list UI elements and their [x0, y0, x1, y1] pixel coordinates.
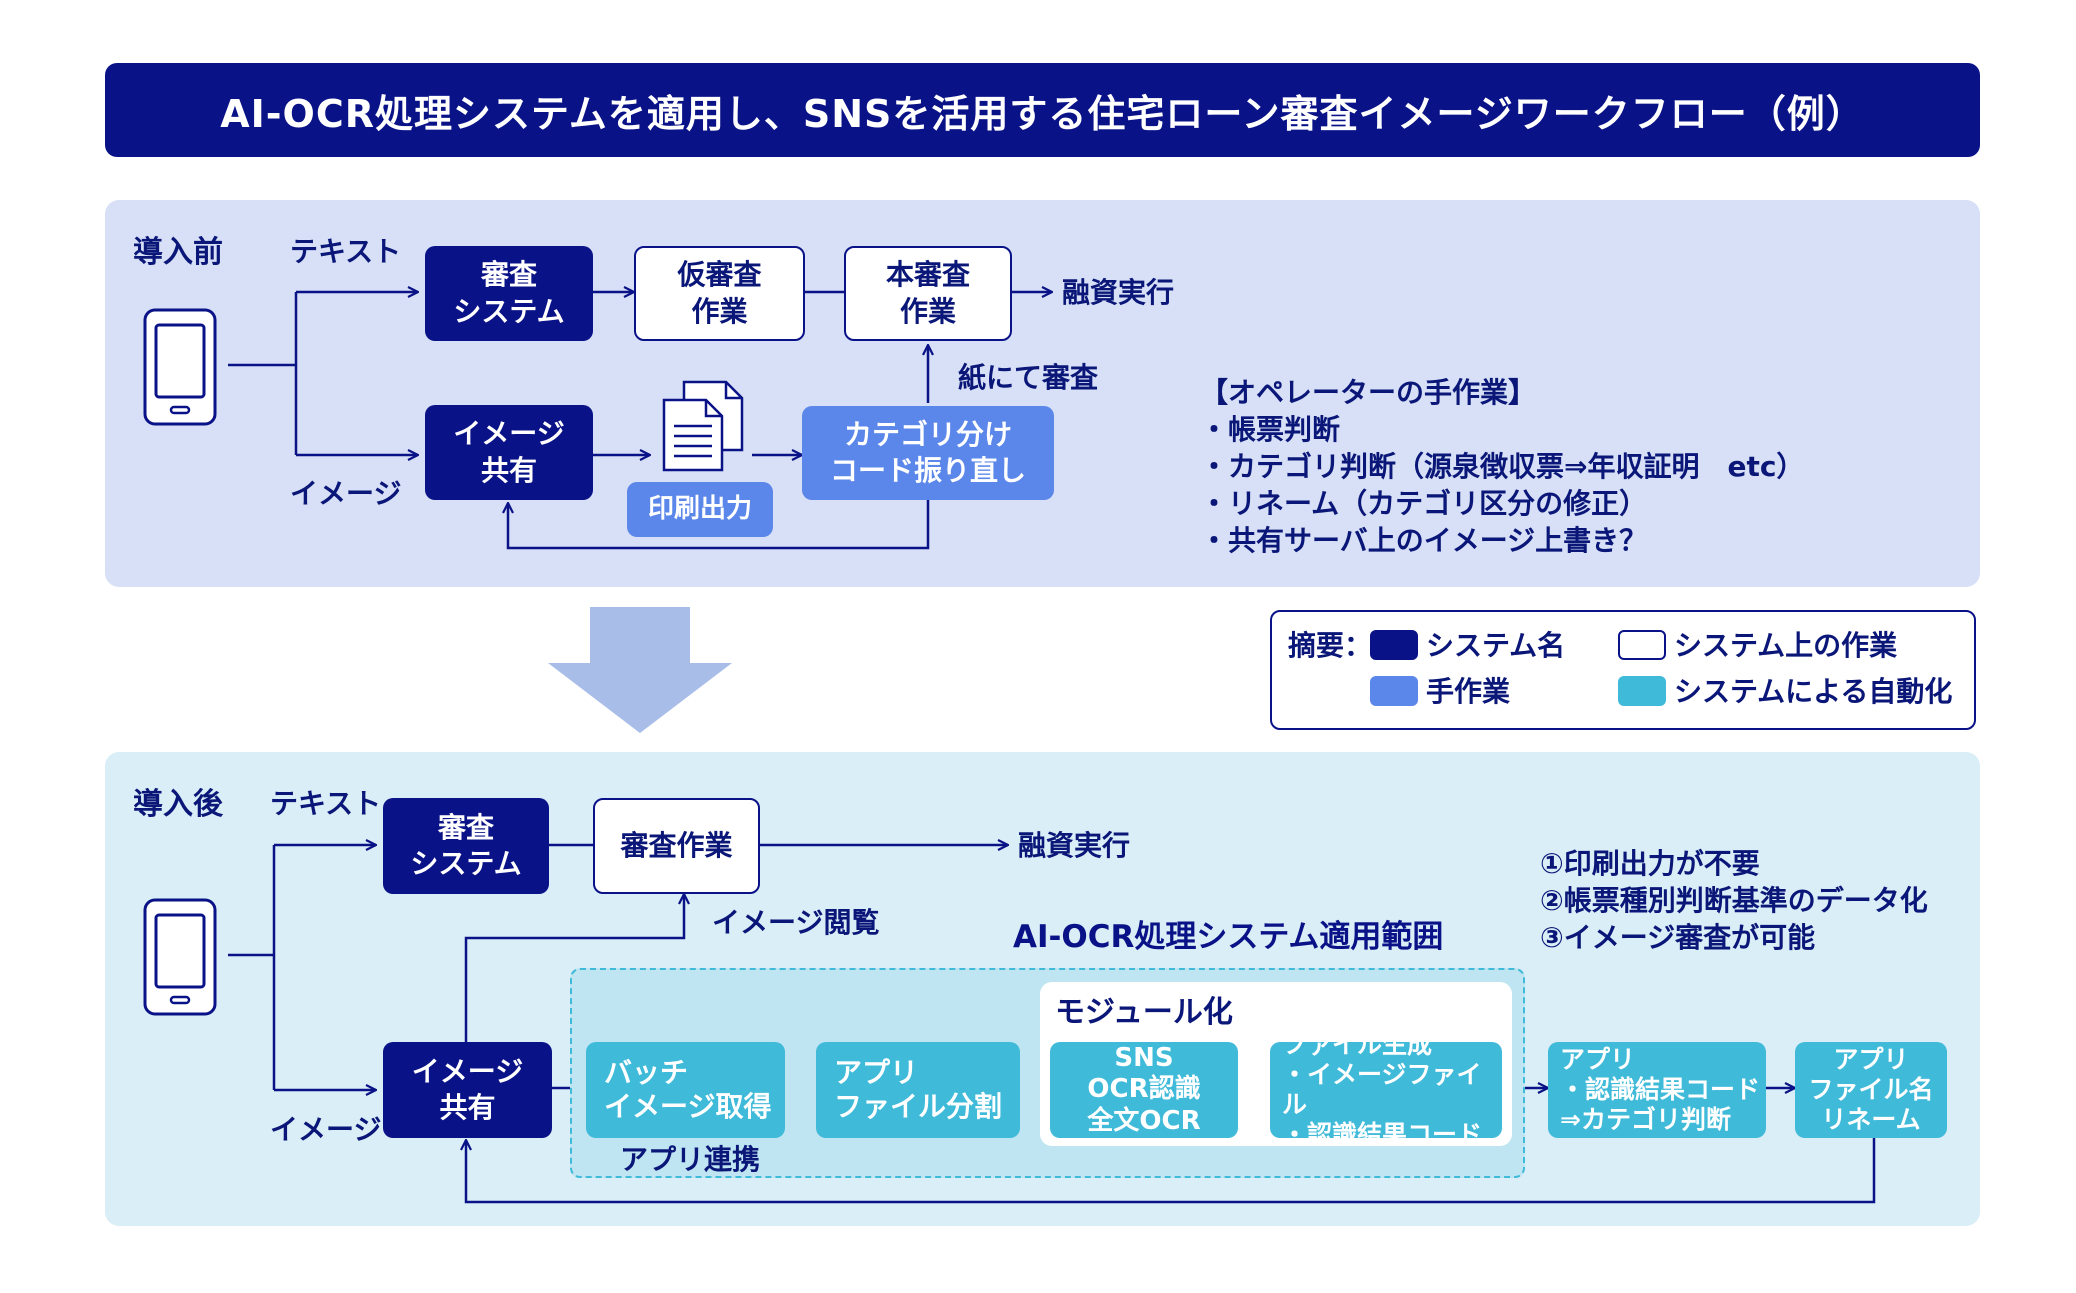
legend-swatch-system: [1370, 630, 1418, 660]
manual-work-item: ・カテゴリ判断（源泉徴収票⇒年収証明 etc）: [1200, 450, 1805, 483]
legend-manual: 手作業: [1426, 675, 1511, 708]
smartphone-icon: [143, 898, 217, 1016]
image-share-box: イメージ 共有: [383, 1042, 552, 1138]
legend-automation: システムによる自動化: [1674, 675, 1953, 708]
paper-review-label: 紙にて審査: [958, 361, 1099, 394]
text-label: テキスト: [290, 235, 402, 268]
transition-arrow-icon: [548, 607, 732, 733]
benefit-item: ①印刷出力が不要: [1540, 847, 1760, 880]
category-recode-box: カテゴリ分け コード振り直し: [802, 406, 1054, 500]
ocr-recognition-box: SNS OCR認識 全文OCR: [1050, 1042, 1238, 1138]
review-work-box: 審査作業: [593, 798, 760, 894]
file-generation-box: ファイル生成 ・イメージファイル ・認識結果コード: [1270, 1030, 1502, 1149]
legend-swatch-system-work: [1618, 630, 1666, 660]
loan-execution-label: 融資実行: [1018, 829, 1131, 862]
review-system-box: 審査 システム: [383, 798, 549, 894]
image-label: イメージ: [290, 477, 402, 510]
loan-execution-label: 融資実行: [1062, 276, 1175, 309]
image-label: イメージ: [270, 1113, 382, 1146]
benefit-item: ②帳票種別判断基準のデータ化: [1540, 884, 1928, 917]
diagram-title: AI-OCR処理システムを適用し、SNSを活用する住宅ローン審査イメージワークフ…: [105, 63, 1980, 157]
before-panel: [105, 200, 1980, 587]
after-heading: 導入後: [133, 787, 223, 822]
manual-work-heading: 【オペレーターの手作業】: [1200, 376, 1537, 409]
review-system-box: 審査 システム: [425, 246, 593, 341]
batch-image-acquisition-box: バッチ イメージ取得: [586, 1042, 785, 1138]
image-share-box: イメージ 共有: [425, 405, 593, 500]
text-label: テキスト: [270, 787, 382, 820]
app-link-label: アプリ連携: [620, 1143, 761, 1176]
category-judgment-box: アプリ ・認識結果コード ⇒カテゴリ判断: [1548, 1042, 1766, 1138]
manual-work-item: ・共有サーバ上のイメージ上書き？: [1200, 524, 1648, 557]
manual-work-item: ・リネーム（カテゴリ区分の修正）: [1200, 487, 1648, 520]
provisional-review-box: 仮審査 作業: [634, 246, 805, 341]
manual-work-item: ・帳票判断: [1200, 413, 1341, 446]
before-heading: 導入前: [133, 235, 223, 270]
file-split-box: アプリ ファイル分割: [816, 1042, 1020, 1138]
main-review-box: 本審査 作業: [844, 246, 1012, 341]
smartphone-icon: [143, 308, 217, 426]
legend-swatch-manual: [1370, 676, 1418, 706]
legend-title: 摘要：: [1288, 629, 1373, 662]
legend-swatch-automation: [1618, 676, 1666, 706]
scope-title: AI-OCR処理システム適用範囲: [1013, 919, 1444, 955]
document-icon: [662, 380, 744, 472]
legend-system-name: システム名: [1426, 629, 1566, 662]
module-title: モジュール化: [1055, 995, 1233, 1030]
image-view-label: イメージ閲覧: [712, 906, 880, 939]
print-output-box: 印刷出力: [627, 482, 773, 537]
benefit-item: ③イメージ審査が可能: [1540, 921, 1816, 954]
file-rename-box: アプリ ファイル名 リネーム: [1795, 1042, 1947, 1138]
legend-system-work: システム上の作業: [1674, 629, 1898, 662]
